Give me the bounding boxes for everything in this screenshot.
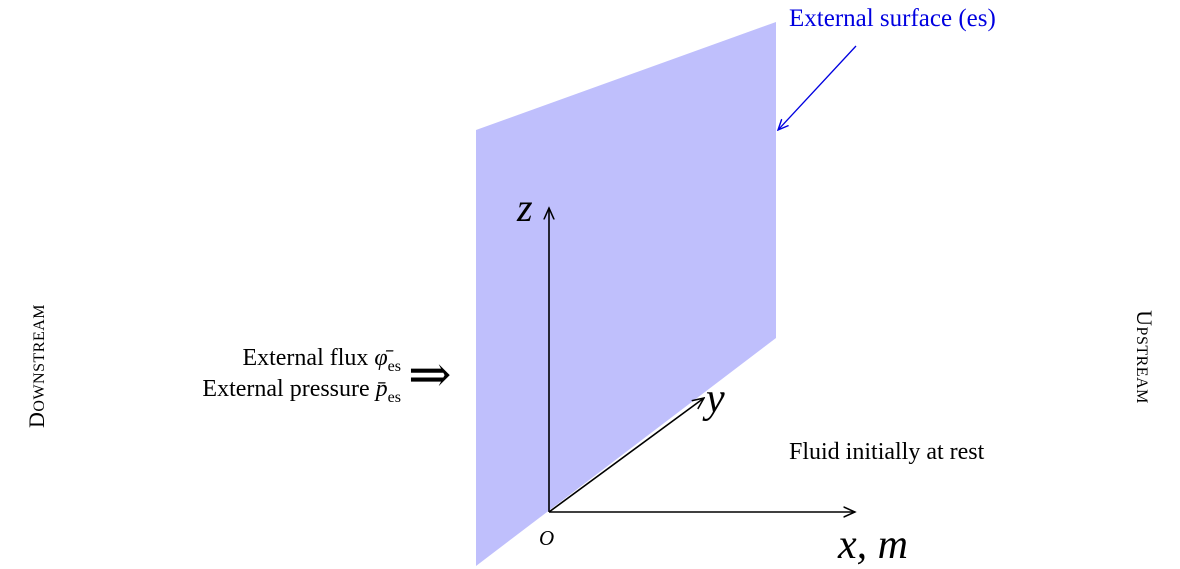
downstream-initial: D bbox=[24, 412, 49, 428]
downstream-label: DOWNSTREAM bbox=[24, 304, 49, 428]
flux-text: External flux bbox=[242, 345, 374, 371]
external-surface-plane bbox=[476, 22, 776, 566]
flux-subscript: es bbox=[388, 358, 401, 375]
surface-label: External surface (es) bbox=[789, 5, 996, 32]
pressure-symbol: p̄ bbox=[374, 376, 388, 402]
axis-x-label: x, m bbox=[837, 522, 908, 568]
axis-y-label: y bbox=[702, 376, 725, 422]
implies-arrow: ⇒ bbox=[408, 347, 452, 404]
pressure-text: External pressure bbox=[202, 376, 375, 402]
pressure-subscript: es bbox=[388, 389, 401, 406]
svg-text:UPSTREAM: UPSTREAM bbox=[1132, 310, 1157, 404]
upstream-smallcaps: PSTREAM bbox=[1133, 327, 1150, 404]
external-pressure-label: External pressure p̄es bbox=[202, 376, 401, 406]
upstream-initial: U bbox=[1132, 310, 1157, 326]
axis-z-label: z bbox=[516, 185, 533, 230]
downstream-smallcaps: OWNSTREAM bbox=[31, 304, 48, 412]
surface-pointer-arrow bbox=[778, 45, 857, 130]
external-flux-label: External flux φ̄es bbox=[242, 345, 401, 375]
origin-label: O bbox=[539, 526, 554, 550]
upstream-label: UPSTREAM bbox=[1132, 310, 1157, 404]
y-axis-line bbox=[548, 398, 704, 513]
svg-text:DOWNSTREAM: DOWNSTREAM bbox=[24, 304, 49, 428]
fluid-rest-label: Fluid initially at rest bbox=[789, 439, 985, 465]
